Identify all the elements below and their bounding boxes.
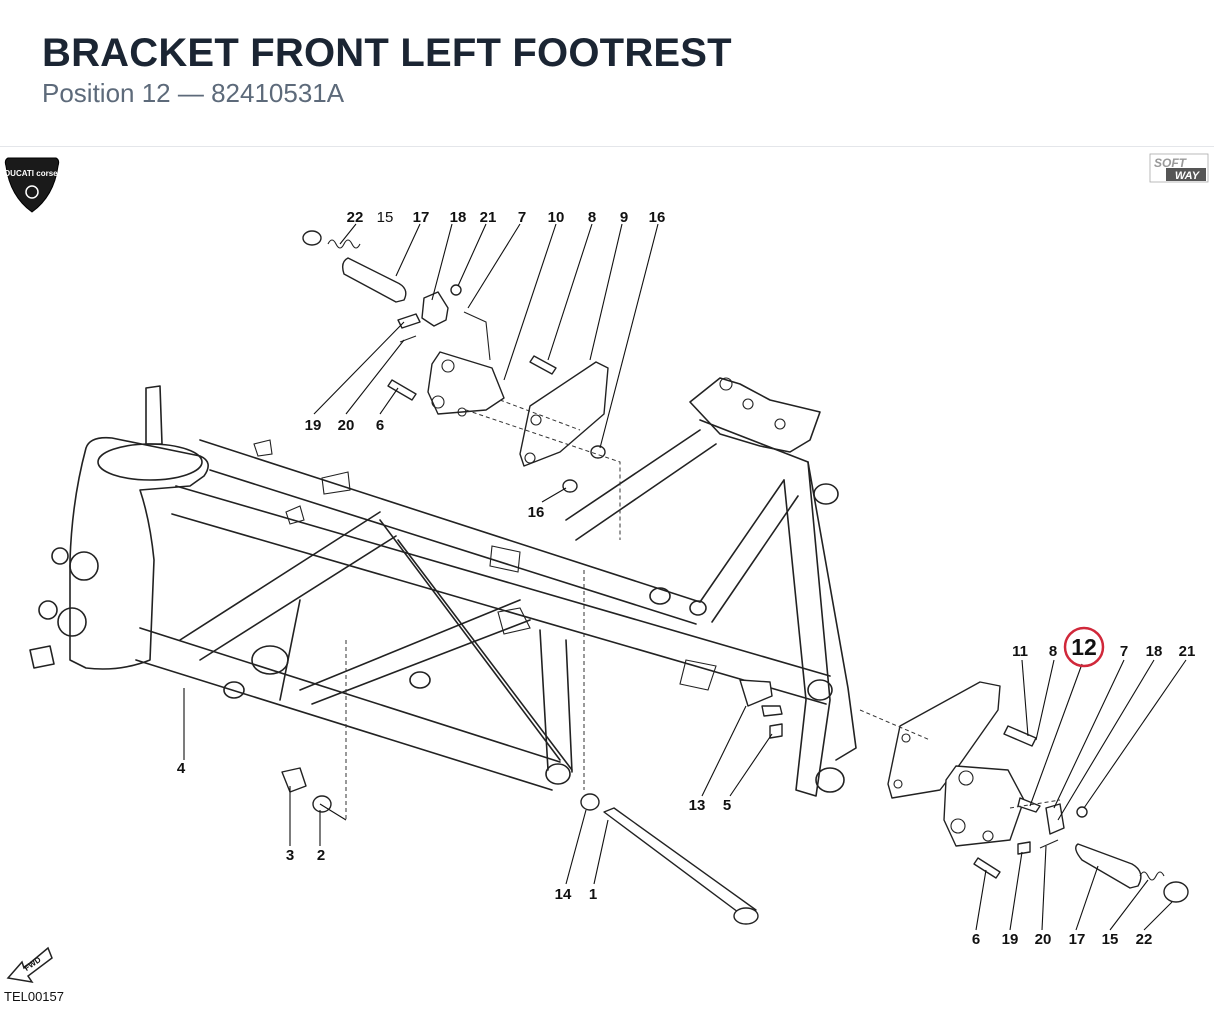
callout-top-7: 7: [518, 209, 526, 226]
callout-top-8: 8: [588, 209, 596, 226]
fwd-arrow-icon: FWD: [6, 946, 53, 984]
header-divider: [0, 146, 1214, 147]
callout-right-7: 7: [1120, 643, 1128, 660]
callout-rb-22: 22: [1136, 931, 1153, 948]
callout-right-12-highlight: 12: [1071, 634, 1097, 660]
lower-parts: [281, 570, 783, 925]
callout-mid-16: 16: [528, 504, 545, 521]
callout-5: 5: [723, 797, 731, 814]
ducati-logo-text: DUCATI corse: [4, 169, 58, 178]
callout-2: 2: [317, 847, 325, 864]
callout-rb-15: 15: [1102, 931, 1119, 948]
callout-right-8: 8: [1049, 643, 1057, 660]
callout-right-18: 18: [1146, 643, 1163, 660]
callout-left-19: 19: [305, 417, 322, 434]
callout-14: 14: [555, 886, 572, 903]
callout-rb-20: 20: [1035, 931, 1052, 948]
callout-top-22: 22: [347, 209, 364, 226]
page-title: BRACKET FRONT LEFT FOOTREST: [42, 31, 732, 75]
callout-top-15: 15: [377, 209, 394, 226]
callout-rb-6: 6: [972, 931, 980, 948]
highlight-ring: [1063, 626, 1105, 668]
callout-top-18: 18: [450, 209, 467, 226]
callout-left-20: 20: [338, 417, 355, 434]
softway-logo: SOFT WAY: [1149, 153, 1209, 183]
leader-lines: [183, 223, 1187, 931]
callout-top-16: 16: [649, 209, 666, 226]
footrest-assembly-upper: [302, 230, 621, 540]
drawing-code: TEL00157: [4, 989, 64, 1004]
header: BRACKET FRONT LEFT FOOTREST Position 12 …: [42, 30, 732, 108]
callout-top-17: 17: [413, 209, 430, 226]
footrest-assembly-right: [859, 681, 1189, 903]
callout-rb-17: 17: [1069, 931, 1086, 948]
ducati-corse-logo: DUCATI corse: [4, 157, 60, 213]
callout-top-10: 10: [548, 209, 565, 226]
callout-left-6: 6: [376, 417, 384, 434]
callout-right-21: 21: [1179, 643, 1196, 660]
callout-top-9: 9: [620, 209, 628, 226]
callout-1: 1: [589, 886, 597, 903]
svg-text:WAY: WAY: [1175, 170, 1201, 182]
callout-rb-19: 19: [1002, 931, 1019, 948]
page-subtitle: Position 12 — 82410531A: [42, 78, 345, 108]
callout-top-21: 21: [480, 209, 497, 226]
callout-4: 4: [177, 760, 186, 777]
callout-3: 3: [286, 847, 294, 864]
callout-labels: 22 15 17 18 21 7 10 8 9 16 19 20 6 16 11…: [177, 209, 1196, 948]
callout-right-11: 11: [1012, 643, 1028, 660]
frame-assembly: [29, 377, 857, 797]
svg-text:SOFT: SOFT: [1154, 156, 1188, 170]
callout-13: 13: [689, 797, 706, 814]
